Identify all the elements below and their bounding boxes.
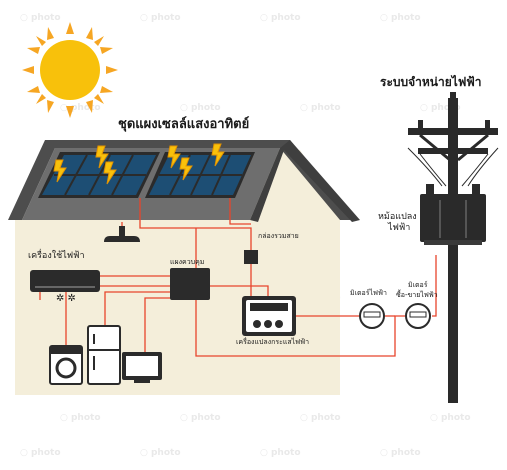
svg-text:○ photo: ○ photo — [430, 413, 471, 423]
svg-text:○ photo: ○ photo — [60, 413, 101, 423]
air-conditioner-icon — [30, 270, 100, 292]
control-box — [170, 268, 210, 300]
lightning-icon — [53, 143, 225, 185]
meter2-label-line2: ซื้อ-ขายไฟฟ้า — [396, 291, 438, 299]
ac-airflow-icon: ✲ ✲ — [56, 293, 76, 304]
meter2-label-line1: มิเตอร์ — [408, 281, 428, 289]
svg-text:○ photo: ○ photo — [180, 413, 221, 423]
power-pole-icon — [407, 92, 499, 403]
appliances-label: เครื่องใช้ไฟฟ้า — [28, 251, 85, 261]
control-box-label: แผงควบคุม — [170, 258, 205, 266]
svg-text:○ photo: ○ photo — [140, 13, 181, 23]
combiner-box — [244, 250, 258, 264]
svg-text:○ photo: ○ photo — [380, 13, 421, 23]
grid-system-label: ระบบจำหน่ายไฟฟ้า — [380, 75, 482, 89]
svg-text:○ photo: ○ photo — [300, 413, 341, 423]
inverter-icon — [242, 296, 296, 336]
transformer-icon — [420, 184, 486, 245]
meter-icon — [359, 303, 431, 329]
svg-text:○ photo: ○ photo — [420, 103, 461, 113]
roof-edge — [250, 140, 360, 222]
meter1-label: มิเตอร์ไฟฟ้า — [350, 289, 387, 297]
svg-text:○ photo: ○ photo — [20, 13, 61, 23]
roof — [8, 140, 355, 220]
transformer-label-line1: หม้อแปลง — [378, 212, 417, 222]
transformer-label-line2: ไฟฟ้า — [388, 223, 411, 233]
solar-panel-label: ชุดแผงเซลล์แสงอาทิตย์ — [118, 117, 250, 132]
svg-text:○ photo: ○ photo — [300, 103, 341, 113]
svg-text:○ photo: ○ photo — [180, 103, 221, 113]
tv-icon — [122, 352, 162, 383]
refrigerator-icon — [87, 325, 121, 385]
inverter-label: เครื่องแปลงกระแสไฟฟ้า — [236, 338, 310, 346]
svg-text:○ photo: ○ photo — [60, 103, 101, 113]
svg-text:○ photo: ○ photo — [380, 448, 421, 458]
washing-machine-icon — [49, 345, 83, 385]
combiner-box-label: กล่องรวมสาย — [258, 232, 299, 240]
svg-text:○ photo: ○ photo — [260, 13, 301, 23]
svg-text:○ photo: ○ photo — [140, 448, 181, 458]
lamp-icon — [104, 226, 140, 242]
solar-panel-left — [38, 152, 160, 198]
sun-icon — [22, 22, 118, 118]
svg-text:○ photo: ○ photo — [20, 448, 61, 458]
svg-text:○ photo: ○ photo — [260, 448, 301, 458]
